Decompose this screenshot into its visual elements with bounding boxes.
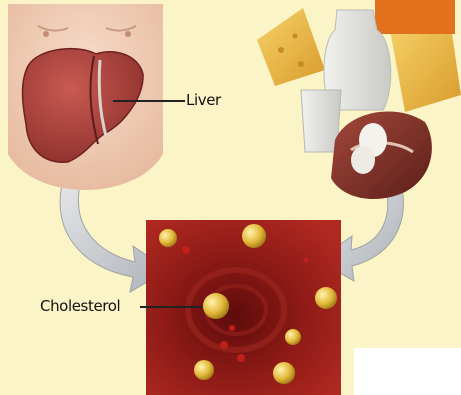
cheese-wedge [257,8,325,86]
cholesterol-droplet [273,362,295,384]
cholesterol-droplet [194,360,214,380]
liver-torso-illustration [8,4,163,190]
liver-label: Liver [186,91,221,109]
cholesterol-droplet [159,229,177,247]
cholesterol-label: Cholesterol [40,297,120,315]
orange-carton [375,0,455,34]
cholesterol-droplet [315,287,337,309]
liver-leader-line [113,100,185,102]
cholesterol-leader-line [140,306,202,308]
blood-vessel-cholesterol-illustration [146,220,341,395]
cholesterol-droplet [285,329,301,345]
corner-blank-area [354,348,461,395]
cholesterol-droplet [242,224,266,248]
dairy-meat-food-photo [255,0,461,210]
cholesterol-droplet [203,293,229,319]
meat-steak [331,112,432,200]
